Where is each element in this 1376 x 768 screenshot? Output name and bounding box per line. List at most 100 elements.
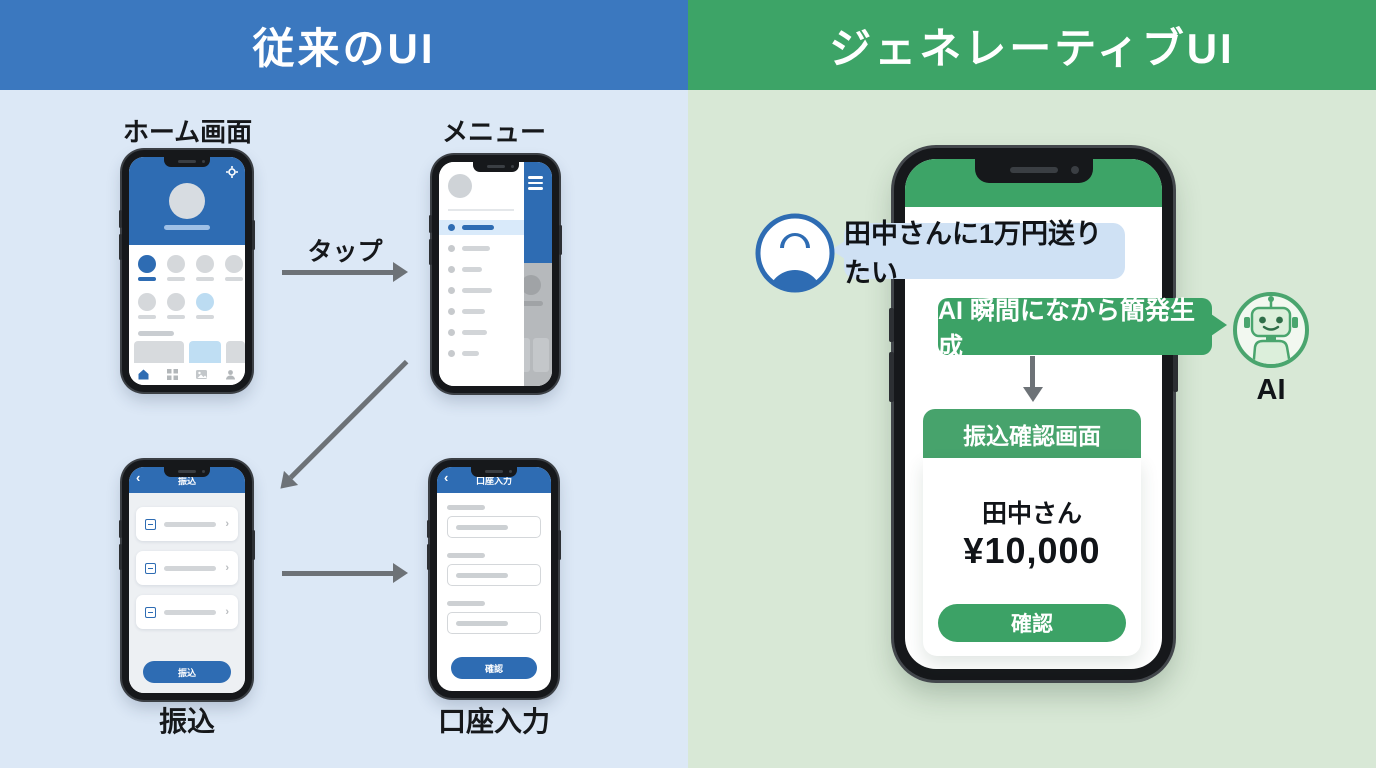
account-screen-content: ‹ 口座入力 確認 xyxy=(437,467,551,691)
placeholder-circle xyxy=(521,275,541,295)
home-icon xyxy=(138,369,149,379)
account-screen-label: 口座入力 xyxy=(437,706,550,737)
placeholder-bar xyxy=(456,524,508,530)
forward-chevron-icon: › xyxy=(225,518,229,530)
confirm-card-body: 田中さん ¥10,000 確認 xyxy=(923,458,1141,656)
tap-label: タップ xyxy=(307,238,383,266)
exchange-icon xyxy=(145,562,156,574)
phone-transfer-screen: ‹ 振込 › › xyxy=(119,460,255,700)
placeholder-card xyxy=(533,338,549,372)
home-header-area xyxy=(129,157,245,245)
user-message-bubble: 田中さんに1万円送りたい xyxy=(831,219,1125,288)
grid-icon xyxy=(167,368,178,380)
card-icon xyxy=(145,518,156,530)
phone-notch xyxy=(974,159,1093,183)
app-icon xyxy=(138,293,156,319)
text-input xyxy=(447,612,541,634)
menu-item-active xyxy=(439,220,524,235)
menu-screen-content xyxy=(439,162,552,386)
phone-menu-screen xyxy=(429,155,562,393)
menu-item xyxy=(439,325,524,340)
menu-item xyxy=(439,304,524,319)
placeholder-bar xyxy=(456,620,508,626)
power-button xyxy=(252,220,255,250)
phone-account-screen: ‹ 口座入力 確認 xyxy=(427,460,561,698)
hamburger-icon xyxy=(528,176,543,193)
phone-notch xyxy=(164,157,210,167)
phone-notch xyxy=(471,467,517,477)
placeholder-bar xyxy=(447,553,485,558)
volume-button xyxy=(889,352,894,402)
ai-message-bubble: AI 瞬間になから簡発生成 xyxy=(938,297,1227,361)
app-icon xyxy=(167,255,185,281)
app-icon xyxy=(167,293,185,319)
volume-button xyxy=(119,210,122,228)
arrow-diagonal-icon xyxy=(273,360,409,496)
user-avatar-icon xyxy=(755,213,835,293)
bottom-nav xyxy=(129,363,245,385)
placeholder-bar xyxy=(447,505,485,510)
recipient-name: 田中さん xyxy=(981,500,1082,528)
traditional-ui-header: 従来のUI xyxy=(0,0,688,90)
transfer-body: › › › 振込 xyxy=(129,493,245,693)
list-item: › xyxy=(136,595,238,629)
app-icon xyxy=(196,293,214,319)
form-field xyxy=(447,553,541,586)
user-message-text: 田中さんに1万円送りたい xyxy=(844,219,1103,288)
volume-button xyxy=(119,234,122,260)
traditional-ui-panel: 従来のUI ホーム画面 メニュー xyxy=(0,0,688,737)
bubble-tail xyxy=(831,241,845,259)
power-button xyxy=(558,530,561,560)
text-input xyxy=(447,564,541,586)
home-screen-content xyxy=(129,157,245,385)
generative-ui-header: ジェネレーティブUI xyxy=(688,0,1376,90)
transfer-app-title: 振込 xyxy=(177,475,196,486)
transfer-button: 振込 xyxy=(143,661,231,683)
menu-item xyxy=(439,283,524,298)
volume-button xyxy=(119,544,122,570)
placeholder-bar xyxy=(164,565,216,571)
text-input xyxy=(447,516,541,538)
forward-chevron-icon: › xyxy=(225,562,229,574)
volume-button xyxy=(427,544,430,570)
confirm-button: 確認 xyxy=(938,604,1126,642)
robot-icon xyxy=(1233,292,1309,368)
list-item: › xyxy=(136,507,238,541)
person-icon xyxy=(226,369,235,379)
menu-item xyxy=(439,346,524,361)
placeholder-bar xyxy=(456,572,508,578)
transfer-screen-content: ‹ 振込 › › xyxy=(129,467,245,693)
menu-item xyxy=(439,262,524,277)
placeholder-bar xyxy=(447,601,485,606)
ai-message-text: AI 瞬間になから簡発生成 xyxy=(938,296,1195,361)
generative-ui-title: ジェネレーティブUI xyxy=(829,24,1235,72)
transfer-amount: ¥10,000 xyxy=(963,530,1101,571)
volume-button xyxy=(119,520,122,538)
drawer-menu xyxy=(439,162,524,386)
volume-button xyxy=(429,239,432,265)
form-field xyxy=(447,505,541,538)
forward-chevron-icon: › xyxy=(225,606,229,618)
power-button xyxy=(559,225,562,255)
list-item: › xyxy=(136,551,238,585)
volume-button xyxy=(429,215,432,233)
app-icon xyxy=(138,255,156,281)
placeholder-bar xyxy=(164,521,216,527)
gallery-icon xyxy=(196,369,207,379)
placeholder-bar xyxy=(138,331,174,336)
transfer-screen-label: 振込 xyxy=(158,706,215,737)
placeholder-bar xyxy=(519,301,543,306)
menu-screen-label: メニュー xyxy=(441,117,546,147)
phone-notch xyxy=(472,162,519,172)
phone-notch xyxy=(164,467,210,477)
avatar xyxy=(448,174,472,198)
avatar xyxy=(169,183,205,219)
bubble-tail xyxy=(1211,314,1227,336)
confirm-card-title: 振込確認画面 xyxy=(963,422,1101,449)
app-icon xyxy=(196,255,214,281)
form-field xyxy=(447,601,541,634)
placeholder-bar xyxy=(164,225,210,230)
menu-item xyxy=(439,241,524,256)
traditional-ui-title: 従来のUI xyxy=(252,24,436,72)
